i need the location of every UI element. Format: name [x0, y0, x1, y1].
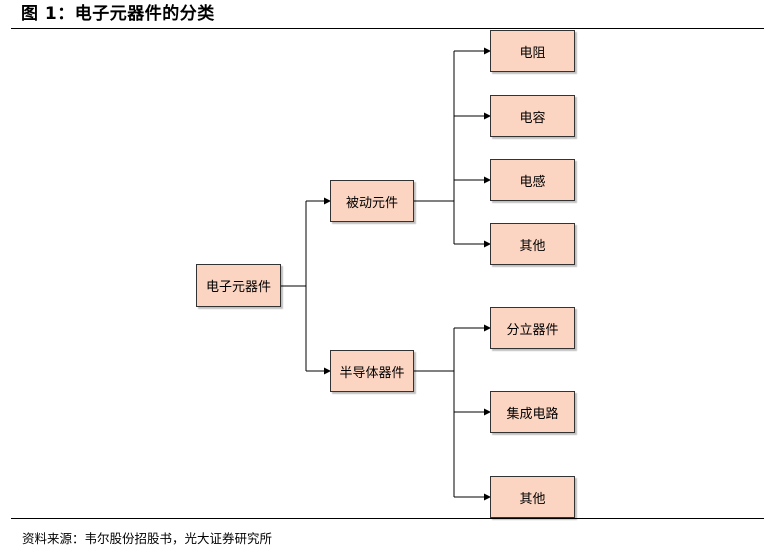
semiconductor-connector [414, 328, 455, 497]
bottom-rule [11, 518, 764, 519]
top-rule [11, 28, 764, 29]
leaf-node-semiconductor-other: 其他 [490, 476, 575, 518]
source-note: 资料来源：韦尔股份招股书，光大证券研究所 [22, 531, 273, 546]
passive-connector [414, 51, 455, 244]
leaf-node-inductor: 电感 [490, 159, 575, 201]
leaf-node-integrated-circuit: 集成电路 [490, 391, 575, 433]
leaf-node-passive-other: 其他 [490, 223, 575, 265]
branch-node-passive: 被动元件 [330, 180, 414, 222]
branch-node-semiconductor: 半导体器件 [330, 350, 414, 392]
leaf-node-resistor: 电阻 [490, 30, 575, 72]
leaf-node-capacitor: 电容 [490, 95, 575, 137]
root-node: 电子元器件 [196, 264, 281, 307]
figure-title: 图 1：电子元器件的分类 [21, 4, 215, 24]
root-connector [281, 201, 307, 371]
leaf-node-discrete-devices: 分立器件 [490, 307, 575, 349]
